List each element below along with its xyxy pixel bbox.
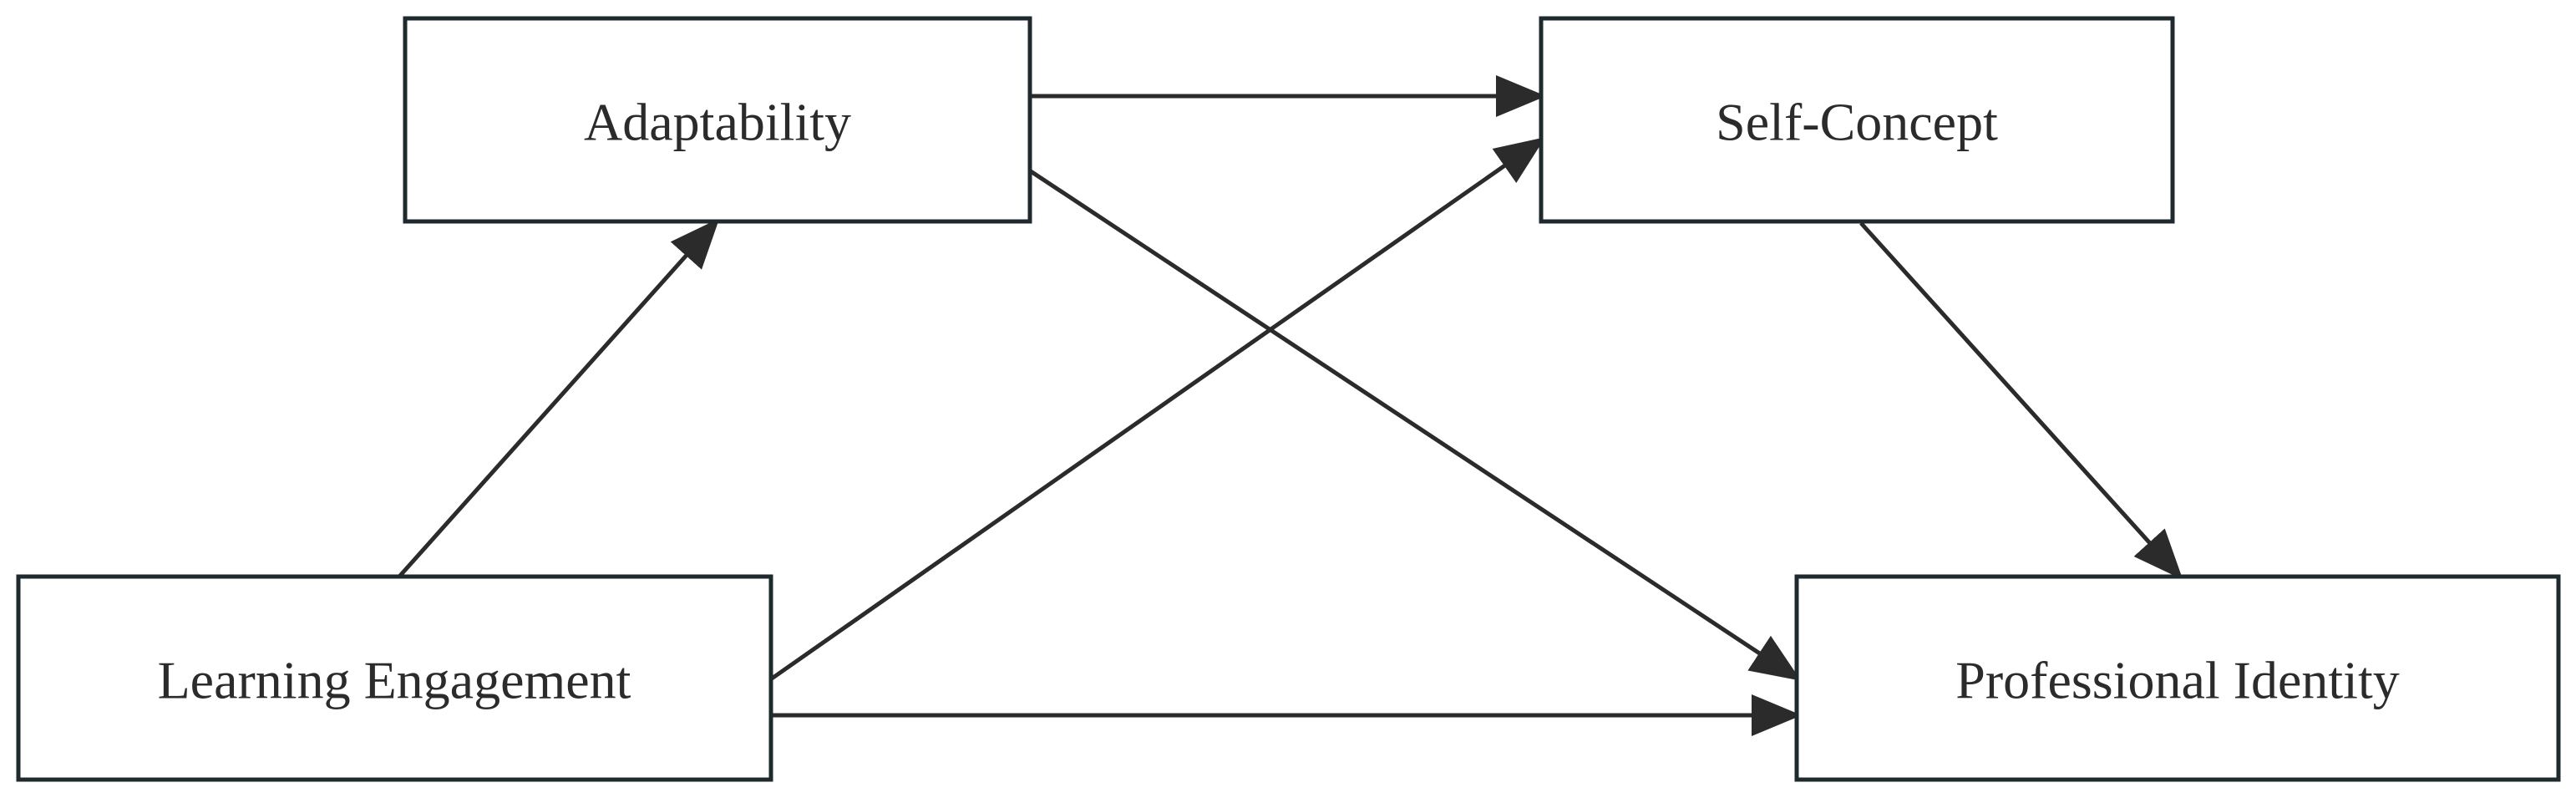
node-self-concept-box	[1539, 16, 2175, 224]
arrow-learning-engagement-to-self-concept	[770, 137, 1546, 681]
arrow-adaptability-to-professional-identity	[1029, 169, 1802, 681]
node-learning-engagement-box	[16, 574, 773, 782]
node-adaptability: Adaptability	[403, 16, 1032, 224]
node-learning-engagement: Learning Engagement	[16, 574, 773, 782]
node-adaptability-label: Adaptability	[584, 93, 851, 152]
node-learning-engagement-label: Learning Engagement	[158, 651, 631, 710]
node-professional-identity-box	[1794, 574, 2561, 782]
arrow-learning-engagement-to-adaptability	[398, 218, 720, 578]
edges-group	[398, 75, 2183, 736]
node-self-concept: Self-Concept	[1539, 16, 2175, 224]
node-adaptability-box	[403, 16, 1032, 224]
arrow-self-concept-to-professional-identity	[1859, 221, 2183, 580]
node-professional-identity: Professional Identity	[1794, 574, 2561, 782]
node-self-concept-label: Self-Concept	[1716, 93, 1998, 152]
node-professional-identity-label: Professional Identity	[1955, 651, 2399, 710]
